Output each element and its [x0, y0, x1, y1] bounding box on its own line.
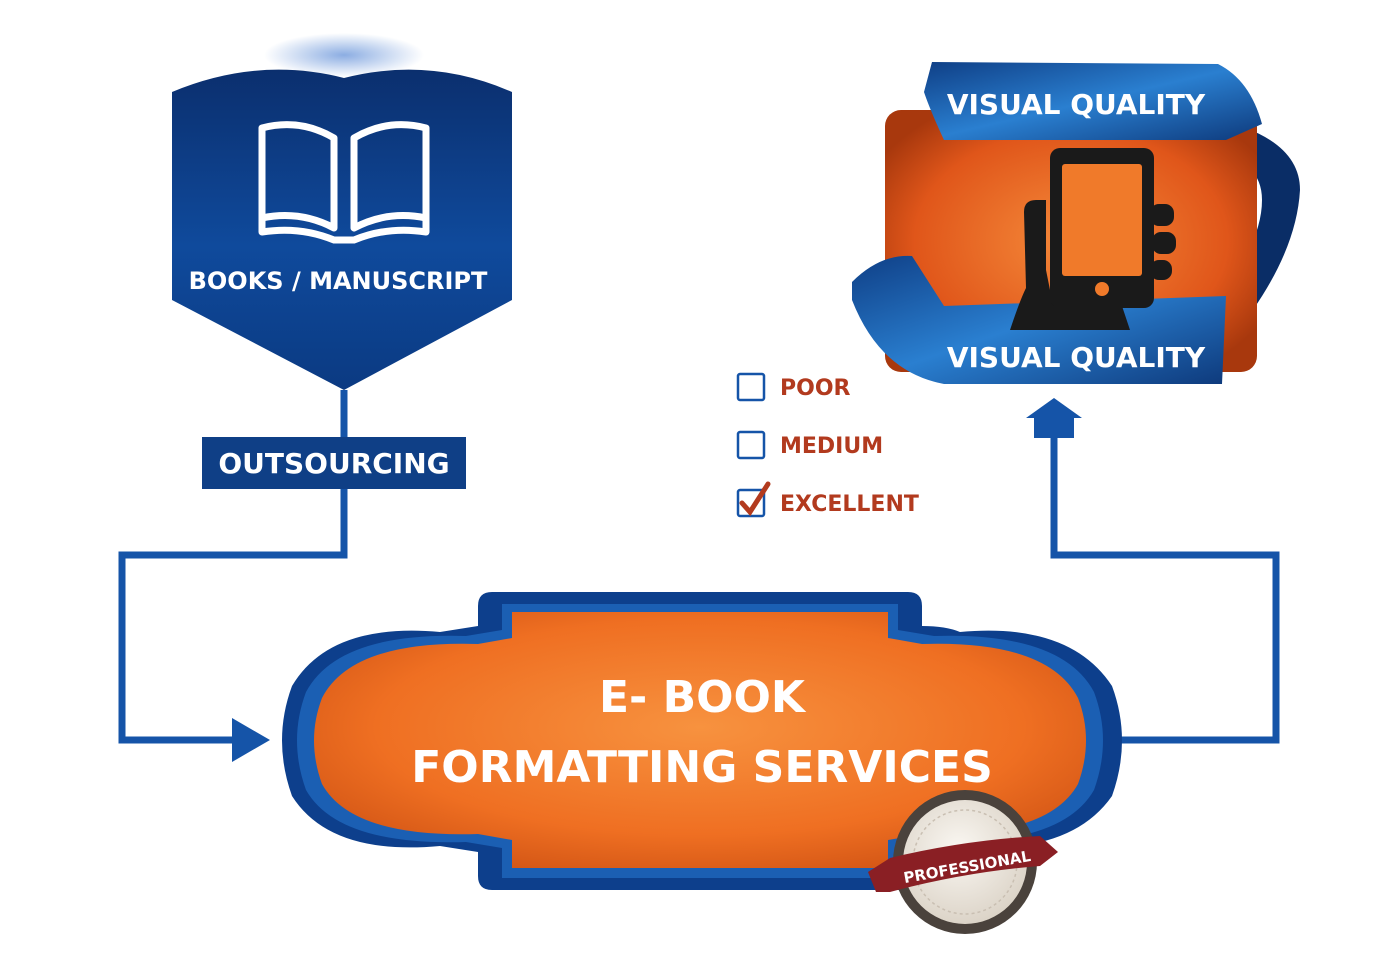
open-book-icon — [258, 121, 430, 244]
visual-quality-bottom-label: VISUAL QUALITY — [947, 341, 1206, 374]
outsourcing-flow-line — [118, 390, 348, 744]
plaque-orange — [314, 612, 1086, 868]
rating-item-poor: POOR — [736, 372, 851, 402]
quality-flow-line — [1050, 438, 1280, 744]
checkmark-icon — [739, 481, 771, 517]
service-title-line1: E- BOOK — [599, 672, 807, 723]
rating-label: EXCELLENT — [780, 492, 919, 517]
books-manuscript-node: BOOKS / MANUSCRIPT — [172, 33, 512, 390]
professional-badge: PROFESSIONAL — [868, 790, 1058, 934]
badge-ribbon — [868, 836, 1058, 892]
quality-rating-list: POOR MEDIUM EXCELLENT — [736, 372, 919, 518]
visual-quality-node: VISUAL QUALITY VISUAL QUALITY — [852, 62, 1300, 384]
rating-label: MEDIUM — [780, 434, 883, 459]
rating-item-excellent: EXCELLENT — [736, 481, 919, 518]
service-title-line2: FORMATTING SERVICES — [411, 742, 993, 793]
rating-checkbox — [736, 372, 766, 402]
hand-holding-phone-icon — [1010, 148, 1176, 330]
arrow-into-service — [232, 718, 270, 762]
visual-quality-top-label: VISUAL QUALITY — [947, 88, 1206, 121]
book-shield — [172, 69, 512, 390]
arrow-to-quality — [1026, 398, 1082, 438]
ribbon-back — [1200, 120, 1300, 340]
ribbon-top — [924, 62, 1262, 140]
shield-glow — [264, 33, 424, 77]
rating-checkbox — [736, 430, 766, 460]
rating-item-medium: MEDIUM — [736, 430, 883, 460]
outsourcing-tag: OUTSOURCING — [202, 437, 466, 489]
connector-lines — [118, 390, 1280, 744]
outsourcing-label: OUTSOURCING — [218, 447, 449, 480]
rating-label: POOR — [780, 376, 851, 401]
books-manuscript-label: BOOKS / MANUSCRIPT — [189, 267, 488, 295]
